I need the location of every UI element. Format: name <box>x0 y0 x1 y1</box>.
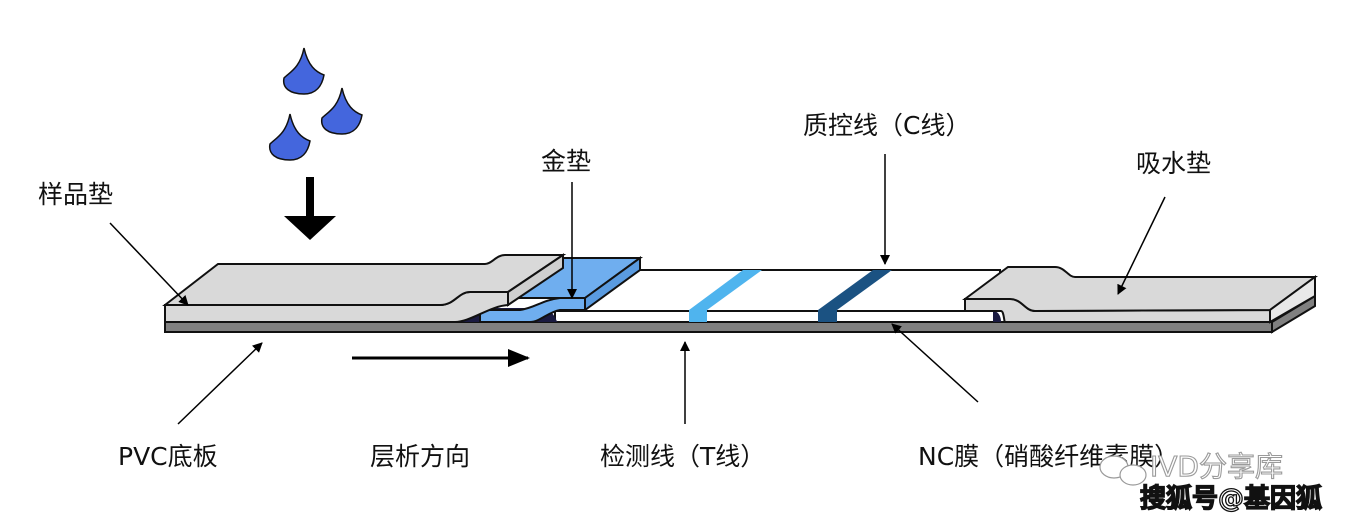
absorbent-pad <box>961 266 1319 324</box>
label-pvc-backing: PVC底板 <box>118 442 218 471</box>
control-line <box>818 270 892 322</box>
sample-down-arrow-icon <box>284 177 336 240</box>
label-control-line: 质控线（C线） <box>803 111 970 140</box>
sample-pad <box>162 253 567 323</box>
label-flow-direction: 层析方向 <box>370 442 470 471</box>
absorbent-pad-pointer <box>1117 196 1166 295</box>
pvc-backing-pointer <box>177 342 263 425</box>
label-gold-pad: 金垫 <box>541 147 591 176</box>
drop-icon <box>320 87 363 135</box>
sample-drops <box>268 47 363 161</box>
drop-icon <box>282 47 325 95</box>
watermark-line2: 搜狐号@基因狐 <box>1140 484 1322 514</box>
wechat-icon <box>1099 455 1147 486</box>
test-line <box>689 270 762 322</box>
label-test-line: 检测线（T线） <box>600 442 765 471</box>
sample-pad-pointer <box>109 222 189 306</box>
watermark-line1: IVD分享库 <box>1150 450 1283 483</box>
watermark: IVD分享库 搜狐号@基因狐 <box>1099 449 1323 515</box>
drop-icon <box>268 113 311 161</box>
nc-membrane-pointer <box>891 323 979 403</box>
label-sample-pad: 样品垫 <box>38 180 113 209</box>
label-absorbent-pad: 吸水垫 <box>1136 149 1211 178</box>
